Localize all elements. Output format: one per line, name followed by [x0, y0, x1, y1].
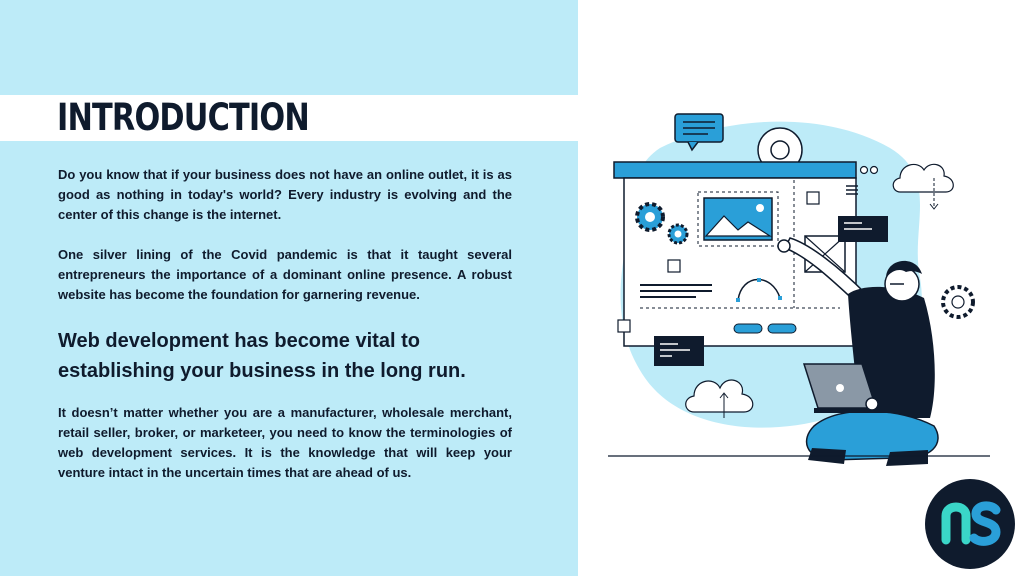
gear-icon [757, 127, 803, 173]
web-developer-illustration [608, 113, 990, 466]
settings-gear-icon [941, 285, 975, 319]
code-panel-icon [654, 216, 888, 366]
intro-paragraph-3: It doesn’t matter whether you are a manu… [58, 405, 512, 480]
highlight-statement: Web development has become vital to esta… [58, 330, 466, 382]
cloud-upload-icon [685, 379, 754, 413]
slide-title: INTRODUCTION [57, 96, 310, 139]
ns-logo [925, 479, 1015, 569]
intro-paragraph-2: One silver lining of the Covid pandemic … [58, 247, 512, 302]
intro-paragraph-1: Do you know that if your business does n… [58, 167, 512, 222]
developer-figure [777, 237, 939, 466]
title-band [0, 95, 578, 141]
browser-window [613, 161, 879, 347]
cloud-download-icon [892, 163, 954, 193]
chat-bubble-icon [674, 113, 724, 152]
